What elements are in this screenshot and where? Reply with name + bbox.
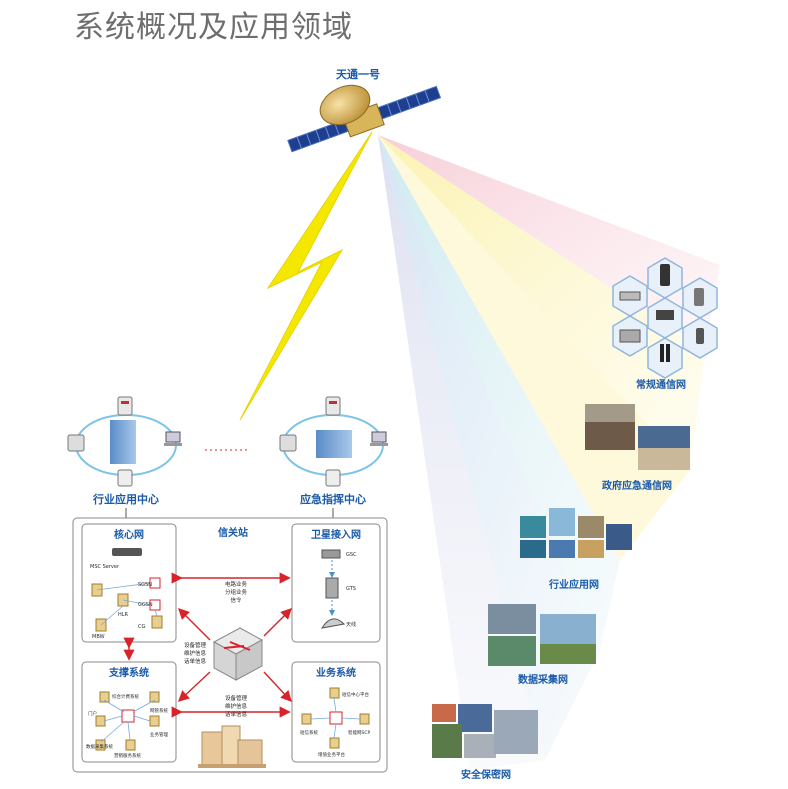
server-icon [279,434,297,452]
server-icon [151,615,163,629]
core-item-mbw: MBW [92,634,105,640]
link-left-3: 话单信息 [184,657,207,665]
smartphone-icon [660,264,670,286]
radio-icon [660,344,664,362]
business-item-sms-platform: 短信中心平台 [342,691,369,698]
support-item-data: 数据采集系统 [86,743,113,750]
router-icon [112,548,142,556]
business-item-vas: 增值业务平台 [318,751,345,758]
core-item-msc: MSC Server [90,564,120,570]
network-label-security: 安全保密网 [461,768,511,781]
link-left-1: 设备管理 [184,641,207,649]
business-system-title: 业务系统 [316,666,356,679]
satellite-icon [287,84,442,153]
beam-light-yellow [378,135,690,560]
business-item-scp: 智能网SCP [348,729,370,736]
computer-icon [164,431,182,446]
beam-blue [378,135,600,760]
server-icon [117,396,133,416]
network-label-gov: 政府应急通信网 [602,479,672,492]
link-left-2: 维护信息 [184,649,207,657]
core-item-ggsn: GGSN [138,602,153,608]
link-bottom-3: 话单信息 [225,710,248,718]
support-item-nms: 网管系统 [150,707,168,714]
gov-emergency-photos [585,404,690,470]
link-top-1: 电路业务 [225,580,248,588]
data-collection-photos [488,604,596,666]
handset-icon [694,288,704,306]
satellite-name: 天通一号 [336,68,380,81]
network-label-data: 数据采集网 [518,673,568,686]
page-title: 系统概况及应用领域 [74,10,353,45]
core-item-sgsn: SGSN [138,582,152,588]
core-item-cg: CG [138,624,145,630]
office-building-icon [110,420,136,464]
support-system-title: 支撑系统 [108,666,149,679]
central-switch-icon [212,627,264,681]
buildings-illustration [198,725,266,768]
emergency-center-label: 应急指挥中心 [300,492,366,506]
industry-center [67,396,182,487]
link-bottom-2: 维护信息 [225,702,248,710]
access-item-gts: GTS [346,586,356,592]
beam-yellow [378,135,705,470]
antenna-dish-icon [320,618,346,629]
access-item-gsc: GSC [346,552,357,558]
emergency-center [279,396,388,487]
satellite-access-title: 卫星接入网 [311,528,361,541]
link-top-2: 分组业务 [225,588,248,596]
switch-icon [329,711,343,725]
security-photos [432,704,538,758]
common-network-terminals [612,257,718,379]
server-icon [325,396,341,416]
phone-icon [696,328,704,344]
support-item-business: 业务管理 [150,731,168,738]
industry-photos [520,508,632,558]
link-bottom-1: 设备管理 [225,694,248,702]
support-item-marketing: 营销服务系统 [114,752,141,759]
support-item-portal: 门户 [88,710,97,717]
core-item-hlr: HLR [118,612,129,618]
core-network-title: 核心网 [114,528,144,541]
server-icon [325,469,341,487]
gts-device-icon [325,577,339,599]
industry-center-label: 行业应用中心 [92,492,159,506]
modem-icon [619,291,641,301]
access-item-antenna: 天线 [346,621,356,628]
server-icon [67,434,85,452]
network-label-industry: 行业应用网 [548,578,599,591]
gsc-device-icon [321,549,341,559]
support-item-billing: 综合计费系统 [112,693,139,700]
server-icon [117,469,133,487]
link-top-3: 信令 [230,596,242,604]
terminal-icon [656,310,674,320]
business-item-sms: 短信系统 [300,729,318,736]
desk-phone-icon [619,329,641,343]
command-building-icon [316,430,352,458]
computer-icon [370,431,388,446]
gateway-title: 信关站 [218,526,248,539]
network-label-common: 常规通信网 [636,378,686,391]
lightning-bolt-icon [239,131,373,421]
